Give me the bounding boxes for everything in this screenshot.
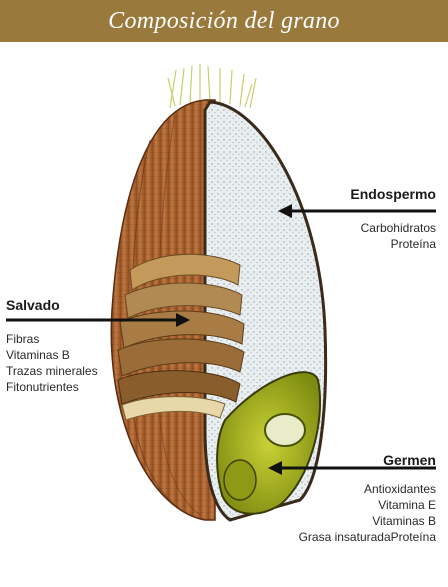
arrow-bran <box>6 313 190 327</box>
bran-item: Trazas minerales <box>6 364 98 378</box>
bran-item: Fitonutrientes <box>6 380 79 394</box>
header-bar: Composición del grano <box>0 0 448 42</box>
bran-title: Salvado <box>6 297 60 313</box>
germ-list: Antioxidantes Vitamina E Vitaminas B Gra… <box>299 481 436 545</box>
endosperm-item: Proteína <box>390 237 436 251</box>
bran-list: Fibras Vitaminas B Trazas minerales Fito… <box>6 331 98 395</box>
germ-title: Germen <box>383 452 436 468</box>
bran-item: Vitaminas B <box>6 348 70 362</box>
endosperm-title: Endospermo <box>350 186 436 202</box>
endosperm-item: Carbohidratos <box>360 221 436 235</box>
endosperm-list: Carbohidratos Proteína <box>361 220 436 252</box>
germ-item: Vitaminas B <box>372 514 436 528</box>
page-title: Composición del grano <box>108 7 340 34</box>
germ-item: Vitamina E <box>378 498 436 512</box>
grain-hairs <box>167 64 257 109</box>
bran-item: Fibras <box>6 332 40 346</box>
germ-item: Antioxidantes <box>363 482 436 496</box>
arrow-endosperm <box>278 204 436 218</box>
arrow-germ <box>268 461 436 475</box>
germ-item: Grasa insaturadaProteína <box>298 530 436 544</box>
